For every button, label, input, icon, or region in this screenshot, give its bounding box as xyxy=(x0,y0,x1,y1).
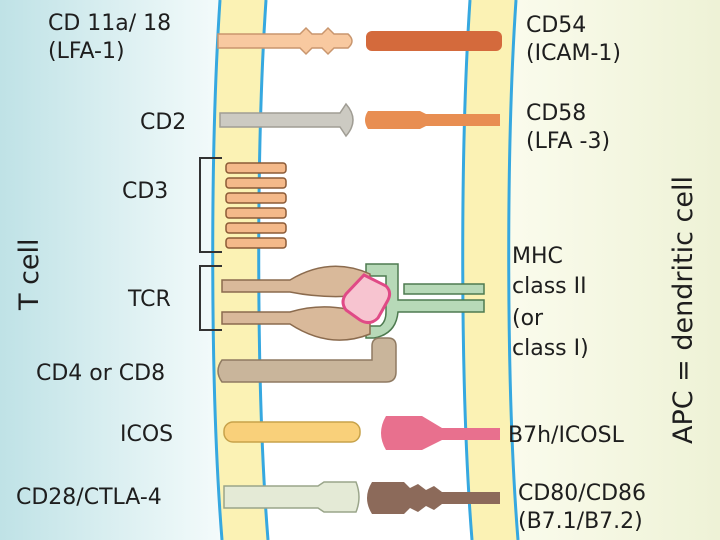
lfa3-molecule xyxy=(365,111,500,129)
label-cd58: CD58 xyxy=(526,101,586,126)
cd3-chains xyxy=(225,162,287,249)
label-cd4-cd8: CD4 or CD8 xyxy=(36,361,165,386)
t-cell-region xyxy=(0,0,222,540)
label-b7h-icosl: B7h/ICOSL xyxy=(508,423,625,448)
label-tcr: TCR xyxy=(127,287,171,312)
lfa1-molecule xyxy=(217,26,353,56)
apc-membrane-outer-edge xyxy=(507,0,520,540)
label-cd3: CD3 xyxy=(122,179,168,204)
label-cd11a18: CD 11a/ 18 xyxy=(48,11,171,36)
cd2-molecule xyxy=(219,102,354,138)
t-cell-membrane-inner-edge xyxy=(257,0,270,540)
label-mhc-class-i: class I) xyxy=(512,336,589,361)
icos-molecule xyxy=(223,421,361,443)
t-cell-membrane-outer-edge xyxy=(211,0,224,540)
apc-region xyxy=(498,0,720,540)
cd28-molecule xyxy=(223,481,360,513)
label-cd80-cd86: CD80/CD86 xyxy=(518,481,646,506)
mhc-molecule xyxy=(365,263,485,339)
cd4-cd8-molecule xyxy=(217,337,397,383)
label-mhc: MHC xyxy=(512,244,563,269)
tcr-bracket xyxy=(199,265,222,331)
mhc-upper-chain xyxy=(403,283,485,295)
label-lfa3: (LFA -3) xyxy=(526,129,610,154)
label-icam1: (ICAM-1) xyxy=(526,41,621,66)
cd3-bracket xyxy=(199,157,222,253)
cd80-cd86-molecule xyxy=(367,482,500,514)
label-mhc-class-ii: class II xyxy=(512,274,587,299)
icosl-molecule xyxy=(381,416,500,450)
label-mhc-or: (or xyxy=(512,306,544,331)
t-cell-membrane xyxy=(212,0,268,540)
label-cd54: CD54 xyxy=(526,13,586,38)
apc-membrane xyxy=(462,0,518,540)
label-lfa1: (LFA-1) xyxy=(48,39,125,64)
label-icos: ICOS xyxy=(120,422,173,447)
label-cd2: CD2 xyxy=(140,110,186,135)
icam1-molecule xyxy=(366,31,502,51)
peptide-antigen xyxy=(341,273,392,325)
label-cd28: CD28/CTLA-4 xyxy=(16,485,162,510)
label-b7: (B7.1/B7.2) xyxy=(518,509,643,534)
apc-membrane-inner-edge xyxy=(461,0,474,540)
tcr-beta-chain xyxy=(221,306,371,341)
t-cell-label: T cell xyxy=(14,238,45,311)
apc-label: APC = dendritic cell xyxy=(668,176,699,444)
